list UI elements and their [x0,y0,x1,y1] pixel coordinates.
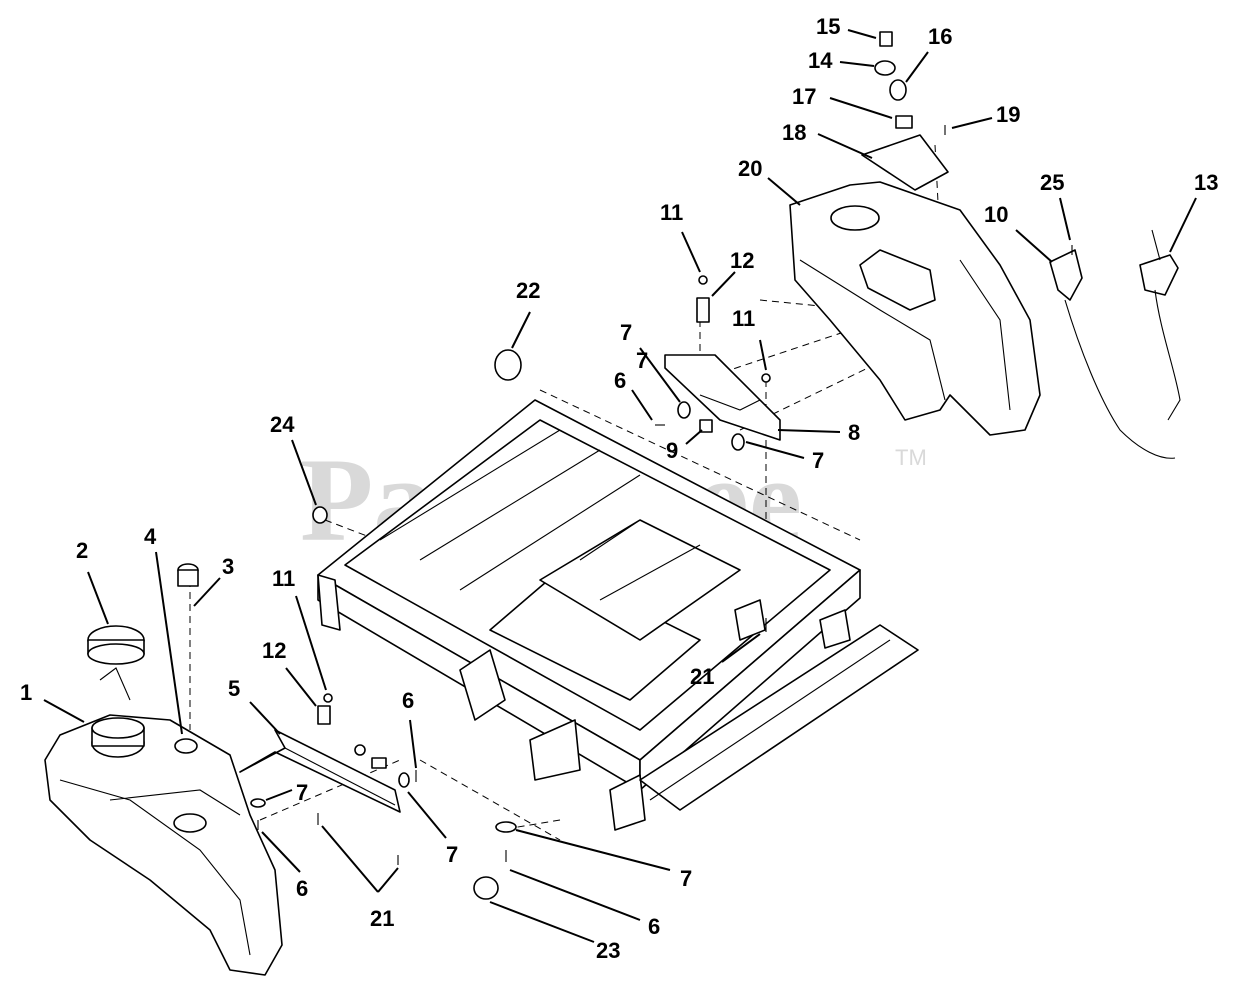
washer-7-b [731,433,745,451]
washer-7-right [398,772,410,788]
bracket-left [239,729,401,813]
callout-8: 8 [848,420,860,445]
callout-19: 19 [996,102,1020,127]
nut-11-left [323,693,333,703]
callout-9: 9 [666,438,678,463]
key-15 [879,31,893,47]
callout-1: 1 [20,680,32,705]
choke-13 [1139,229,1181,421]
washer-left [354,744,366,756]
switch-left [371,757,387,769]
callout-6-b: 6 [402,688,414,713]
callout-11-top: 11 [660,200,683,225]
callout-21-right: 21 [690,664,714,689]
callout-12-left: 12 [262,638,286,663]
fuel-tank-right [789,181,1041,436]
washer-7-bottom [495,821,517,833]
callout-21-left: 21 [370,906,394,931]
fuel-cap [87,625,145,701]
grommet-22 [494,349,522,381]
grommet-23 [473,876,499,900]
grommet-3 [177,563,199,587]
callout-7-e: 7 [446,842,458,867]
callout-15: 15 [816,14,840,39]
callout-7-c: 7 [812,448,824,473]
callout-12-top: 12 [730,248,754,273]
callout-2: 2 [76,538,88,563]
callout-3: 3 [222,554,234,579]
bezel-14 [874,60,896,76]
callout-7-f: 7 [680,866,692,891]
callout-17: 17 [792,84,816,109]
callout-14: 14 [808,48,833,73]
watermark-tm: TM [895,445,927,470]
callout-24: 24 [270,412,295,437]
callout-13: 13 [1194,170,1218,195]
washer-7-left [250,798,266,808]
grommet-4 [174,738,198,754]
callout-6-d: 6 [648,914,660,939]
nut-11-top [698,275,708,285]
callout-18: 18 [782,120,806,145]
callout-7-d: 7 [296,780,308,805]
fuel-tank-left [44,714,283,976]
throttle-10 [1049,245,1176,459]
clip-12-right [696,297,710,323]
switch-9 [699,419,713,433]
bracket-right [664,354,781,441]
clip-12-left [317,705,331,725]
callout-10: 10 [984,202,1008,227]
callout-23: 23 [596,938,620,963]
switch-17 [895,115,913,129]
leader-lines [43,29,1197,943]
callout-5: 5 [228,676,240,701]
callout-7-b: 7 [636,348,648,373]
nut-11-right [761,373,771,383]
callout-6-c: 6 [296,876,308,901]
callout-22: 22 [516,278,540,303]
main-frame [317,399,919,831]
control-plate [861,134,949,191]
callout-20: 20 [738,156,762,181]
washer-7-a [677,401,691,419]
callout-7-a: 7 [620,320,632,345]
callout-6-a: 6 [614,368,626,393]
callout-16: 16 [928,24,952,49]
callout-11-right: 11 [732,306,755,331]
grommet-24 [312,506,328,524]
callouts: 15 16 14 17 19 18 20 25 13 10 11 12 22 1… [20,14,1218,963]
callout-25: 25 [1040,170,1064,195]
callout-11-left: 11 [272,566,295,591]
callout-4: 4 [144,524,157,549]
knob-16 [889,79,907,101]
